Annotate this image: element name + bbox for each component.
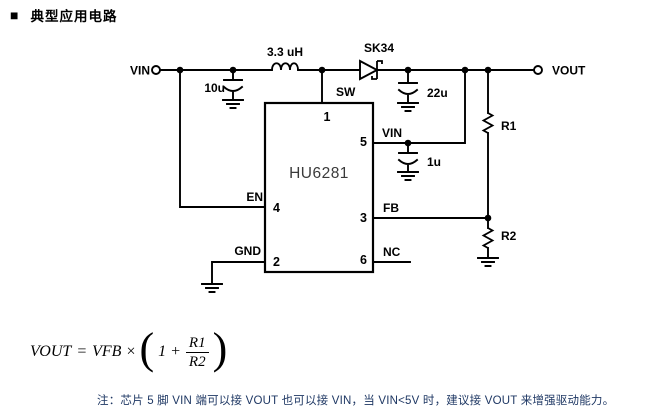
diode-cathode-bar [371,60,383,80]
gnd-wire [211,261,266,285]
formula-numerator: R1 [185,334,209,353]
vin-terminal [151,65,161,75]
formula-lhs: VOUT [30,343,72,360]
formula-open-paren: ( [139,324,155,373]
vout-label: VOUT [552,64,586,78]
bypass-cap-symbol [397,142,419,181]
gnd-earth-symbol [201,283,223,293]
ic-body [263,101,375,274]
section-bullet-icon: ■ [10,7,19,23]
en-pin-label: EN [246,190,263,204]
output-cap-label: 22u [427,86,448,100]
ic-pin3-number: 3 [360,211,367,225]
fb-pin-label: FB [383,201,399,215]
pin5-vin-wire [372,69,466,144]
r2-earth-symbol [477,257,499,267]
input-cap-symbol [222,69,244,109]
vin-label: VIN [130,64,150,78]
formula-equals: = [76,343,88,360]
ic-pin4-number: 4 [273,201,280,215]
ic-pin1-number: 1 [324,110,331,124]
formula-one-plus: 1 + [158,343,181,360]
formula-times: × [126,343,136,360]
ic-name-label: HU6281 [289,165,349,182]
formula-denominator: R2 [188,353,206,370]
en-wire [179,69,266,208]
application-note: 注：芯片 5 脚 VIN 端可以接 VOUT 也可以接 VIN，当 VIN<5V… [97,395,615,407]
diode-symbol [359,59,380,81]
r2-symbol [481,227,495,249]
input-cap-label: 10u [204,81,225,95]
page-title: 典型应用电路 [30,9,118,24]
r1-label: R1 [501,119,517,133]
ic-pin2-number: 2 [273,255,280,269]
ic-pin6-number: 6 [360,253,367,267]
ic-pin5-number: 5 [360,135,367,149]
diode-label: SK34 [364,41,394,55]
output-cap-symbol [397,69,419,112]
inductor-symbol [271,62,299,71]
section-header: ■ 典型应用电路 [10,5,117,25]
nc-pin-label: NC [383,245,401,259]
formula-vfb: VFB [92,343,122,360]
sw-pin-label: SW [336,85,356,99]
formula-close-paren: ) [212,324,228,373]
r1-symbol [481,112,495,134]
junction-dots [176,66,492,222]
bypass-cap-label: 1u [427,155,441,169]
inductor-label: 3.3 uH [267,45,303,59]
pin5-vin-label: VIN [382,126,402,140]
r2-label: R2 [501,229,517,243]
vout-terminal [533,65,543,75]
gnd-pin-label: GND [234,244,261,258]
